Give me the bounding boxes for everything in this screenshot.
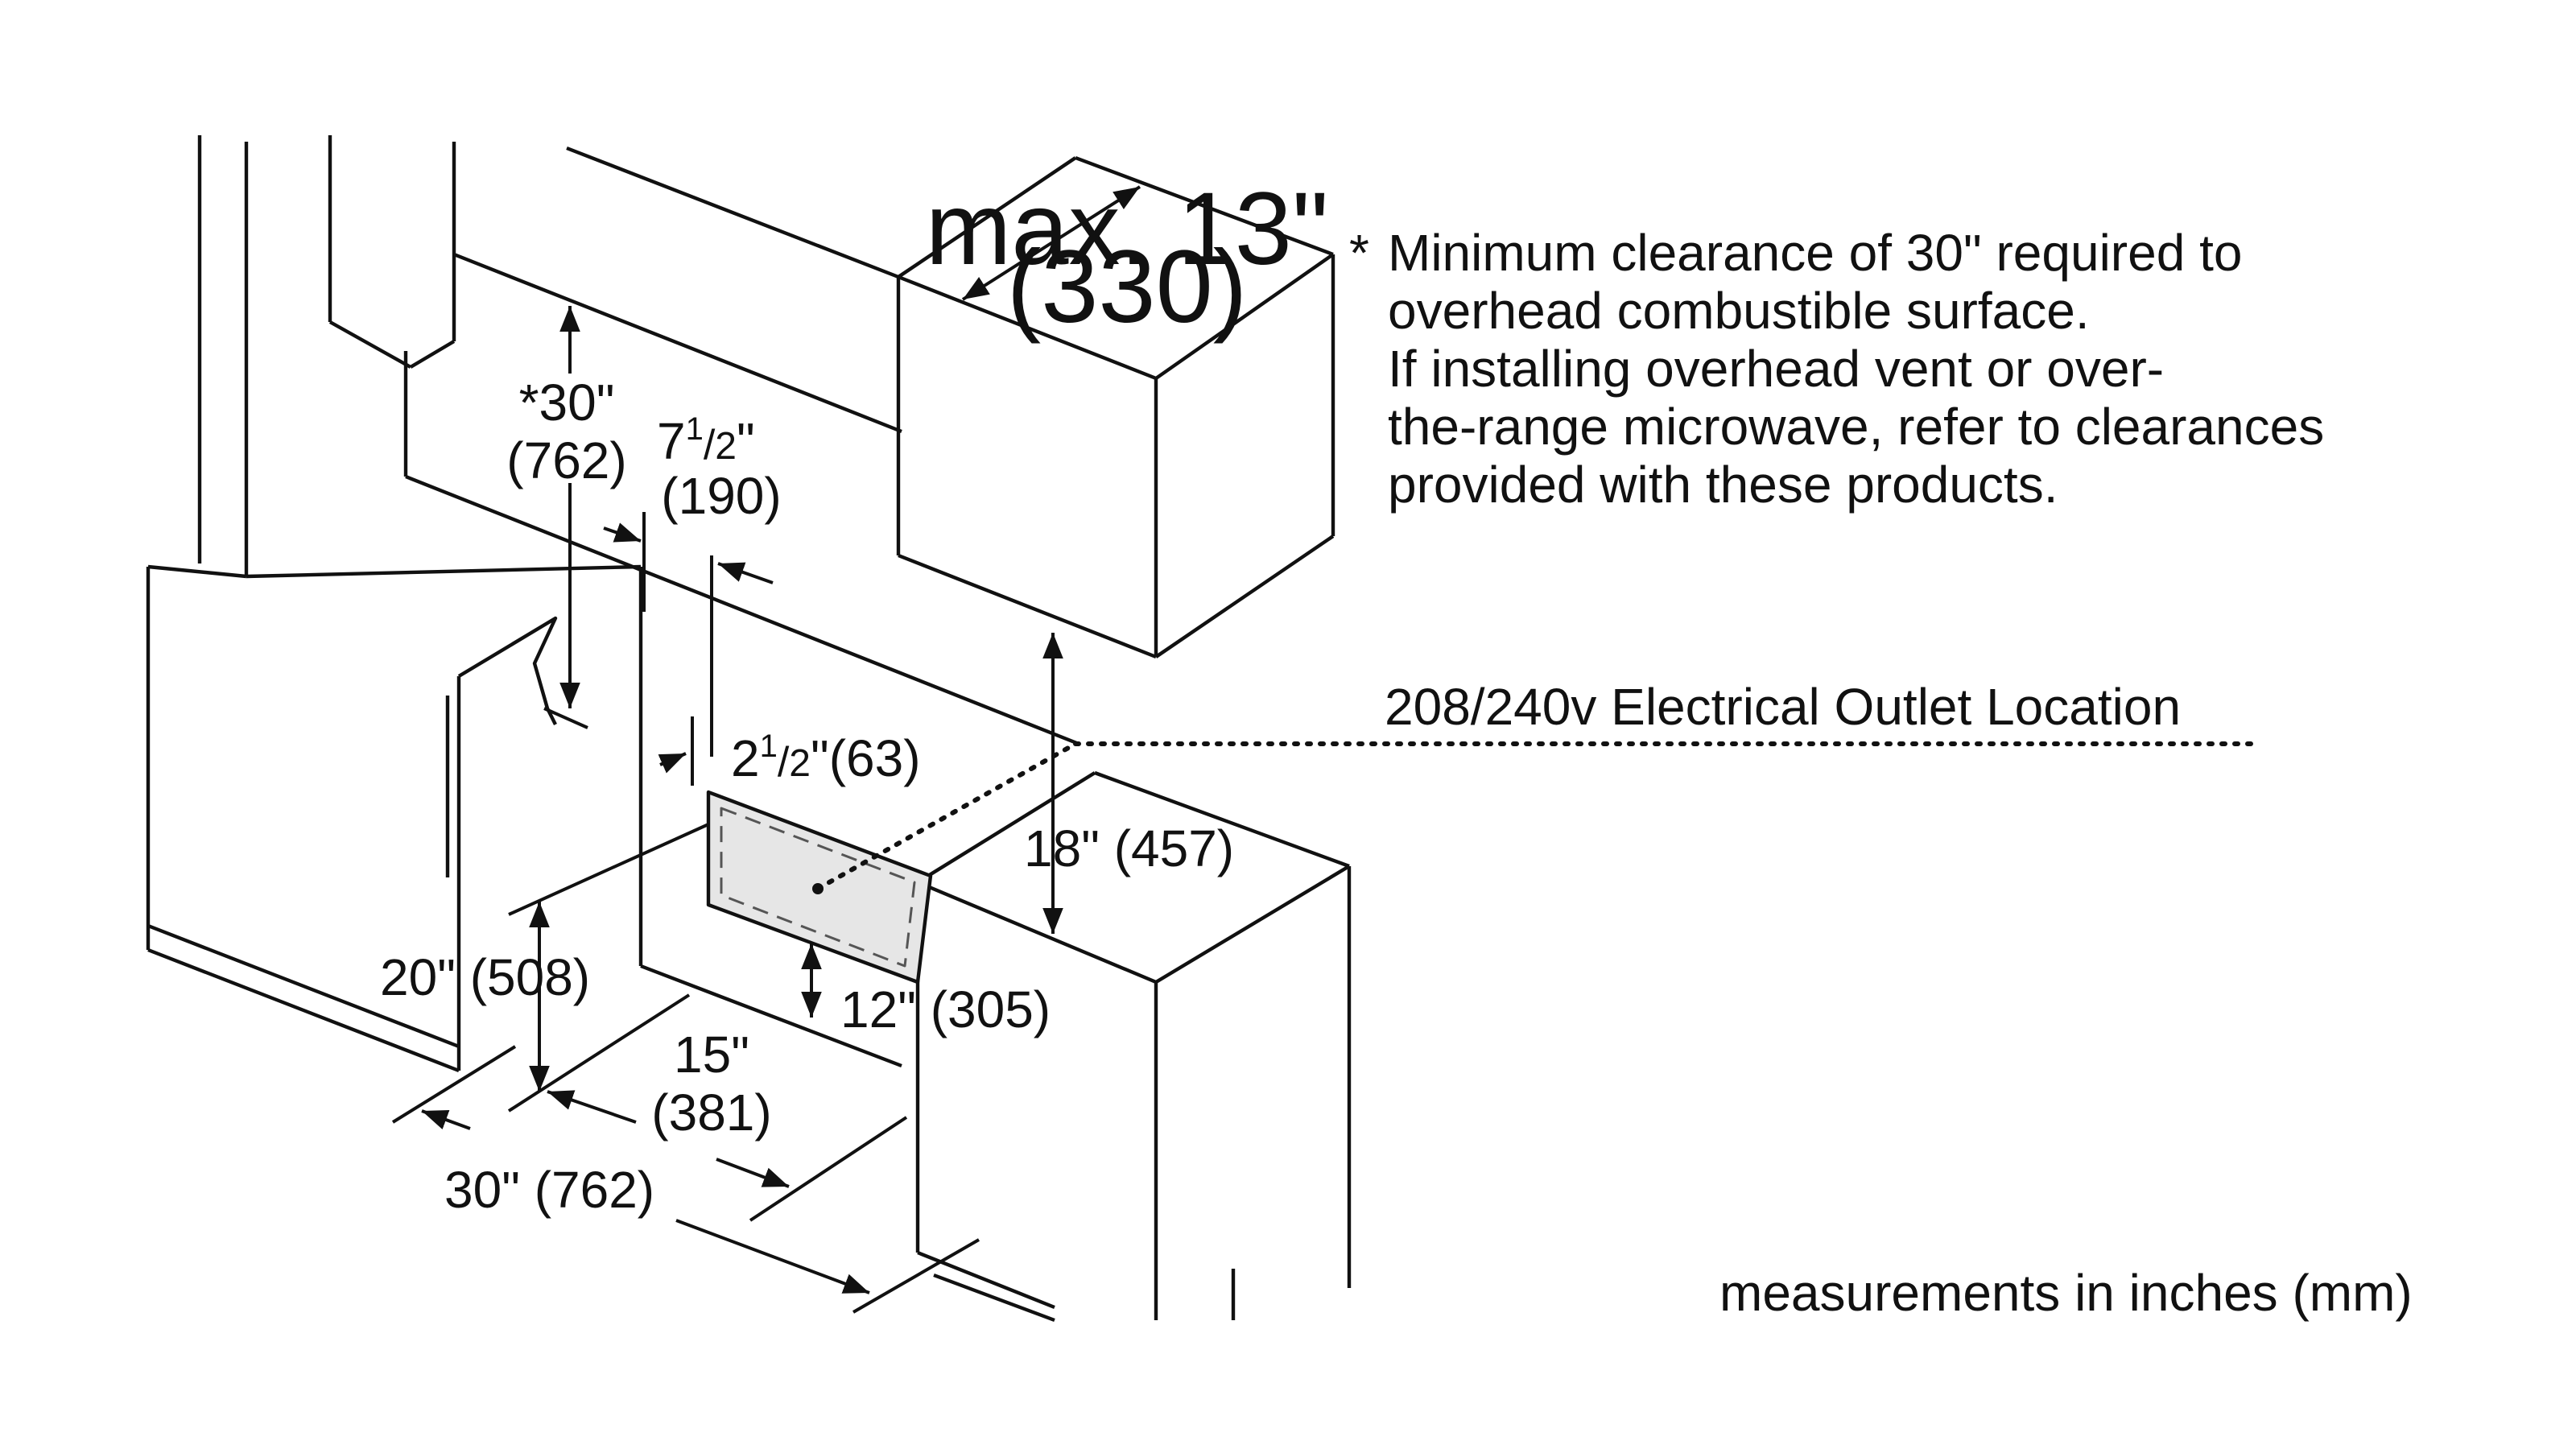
outlet-width-inches: 15" bbox=[674, 1026, 749, 1084]
outlet-location-label: 208/240v Electrical Outlet Location bbox=[1385, 678, 2181, 736]
max-depth-inches: max. 13" bbox=[926, 171, 1329, 287]
note-line-3: If installing overhead vent or over- bbox=[1388, 340, 2164, 398]
max-depth-mm: (330) bbox=[1007, 229, 1248, 345]
upper-right-cabinet bbox=[566, 146, 1335, 659]
note-line-4: the-range microwave, refer to clearances bbox=[1388, 398, 2324, 456]
upper-left-cabinet bbox=[197, 135, 902, 576]
side-clearance-inches: 71/2" bbox=[657, 411, 755, 470]
outlet-width-mm: (381) bbox=[651, 1084, 771, 1141]
counter-height: 18" (457) bbox=[1024, 819, 1234, 877]
dimension-lines bbox=[391, 185, 1141, 1314]
outlet-inset: 21/2"(63) bbox=[731, 729, 921, 787]
overhead-clearance-mm: (762) bbox=[506, 431, 626, 489]
note-line-1: Minimum clearance of 30" required to bbox=[1388, 224, 2242, 282]
outlet-height: 12" (305) bbox=[840, 980, 1051, 1038]
side-clearance-mm: (190) bbox=[661, 467, 781, 525]
units-note: measurements in inches (mm) bbox=[1719, 1264, 2413, 1322]
left-base-cabinet bbox=[146, 564, 902, 1073]
overhead-clearance-inches: *30" bbox=[519, 374, 615, 431]
outlet-leader bbox=[812, 741, 2256, 894]
cutout-width: 30" (762) bbox=[444, 1161, 654, 1219]
note-asterisk: * bbox=[1349, 224, 1369, 282]
cabinet-height: 20" (508) bbox=[380, 948, 590, 1006]
note-line-2: overhead combustible surface. bbox=[1388, 282, 2090, 340]
right-base-cabinet bbox=[915, 770, 1352, 1323]
clearance-note: * Minimum clearance of 30" required to o… bbox=[1349, 224, 2324, 514]
dimension-labels: max. 13" (330) *30" (762) 71/2" (190) 21… bbox=[380, 171, 1328, 1219]
note-line-5: provided with these products. bbox=[1388, 456, 2058, 514]
